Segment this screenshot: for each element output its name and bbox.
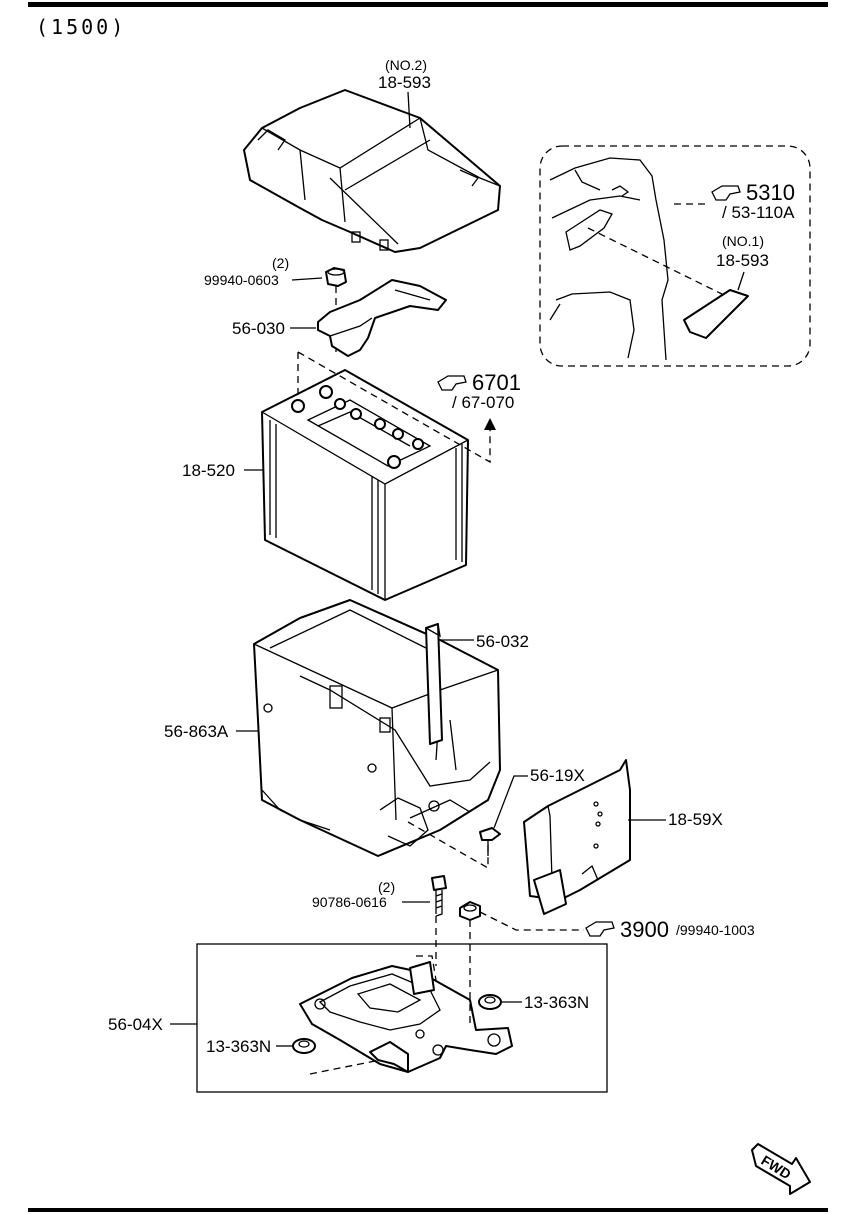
ref-3900[interactable]: 3900 /99940-1003 xyxy=(585,917,755,942)
battery-clamp[interactable] xyxy=(317,279,447,357)
side-panel-label: 18-59X xyxy=(668,810,723,829)
bolt-label: 90786-0616 xyxy=(312,894,387,910)
pointing-hand-icon xyxy=(711,185,741,201)
fwd-arrow-icon: FWD xyxy=(751,1143,811,1195)
rod-label: 56-032 xyxy=(476,632,529,651)
ref-67070-label: / 67-070 xyxy=(452,393,514,412)
nut-label: 99940-0603 xyxy=(204,272,279,288)
nut-qty-label: (2) xyxy=(272,255,289,271)
diagram-header: (1500) xyxy=(36,15,126,39)
cover-no1-qty-label: (NO.1) xyxy=(722,233,764,249)
bracket-label: 56-04X xyxy=(108,1015,163,1034)
bottom-rule xyxy=(28,1208,828,1212)
inset-detail xyxy=(539,145,811,367)
battery[interactable] xyxy=(261,369,469,601)
battery-cover-no2[interactable] xyxy=(243,89,501,253)
grommet-left[interactable] xyxy=(292,1038,316,1054)
cover-no2-qty-label: (NO.2) xyxy=(385,57,427,73)
bolt-qty-label: (2) xyxy=(378,879,395,895)
ref-3900-label: 3900 xyxy=(620,917,669,942)
bolt-90786-0616[interactable] xyxy=(431,875,447,917)
ref-99940-1003-label: /99940-1003 xyxy=(676,922,755,938)
ref-6701-label: 6701 xyxy=(472,370,521,395)
top-rule xyxy=(28,2,828,7)
battery-label: 18-520 xyxy=(182,461,235,480)
battery-cover-no1[interactable] xyxy=(683,289,749,339)
nut-99940-1003[interactable] xyxy=(459,901,481,921)
grommet-left-label: 13-363N xyxy=(206,1037,271,1056)
battery-bracket[interactable] xyxy=(299,961,513,1073)
pointing-hand-icon xyxy=(437,375,467,391)
bracket-box xyxy=(196,943,608,1093)
cover-no2-label: 18-593 xyxy=(378,73,431,92)
grommet-right[interactable] xyxy=(478,994,502,1010)
grommet-right-label: 13-363N xyxy=(524,993,589,1012)
ref-53110a-label: / 53-110A xyxy=(722,203,795,222)
hold-down-rod[interactable] xyxy=(425,623,443,745)
side-panel[interactable] xyxy=(523,759,631,915)
ref-6701[interactable]: 6701 / 67-070 xyxy=(437,370,521,412)
nut-99940-0603[interactable] xyxy=(325,267,347,287)
tray-label: 56-863A xyxy=(164,722,229,741)
pointing-hand-icon xyxy=(585,921,615,937)
battery-tray[interactable] xyxy=(253,599,501,857)
cover-no1-label: 18-593 xyxy=(716,251,769,270)
ref-5310[interactable]: 5310 / 53-110A xyxy=(711,180,795,222)
clamp-label: 56-030 xyxy=(232,319,285,338)
bolt-56-19x[interactable] xyxy=(479,827,501,856)
ref-5310-label: 5310 xyxy=(746,180,795,205)
bolt-a-label: 56-19X xyxy=(530,766,585,785)
